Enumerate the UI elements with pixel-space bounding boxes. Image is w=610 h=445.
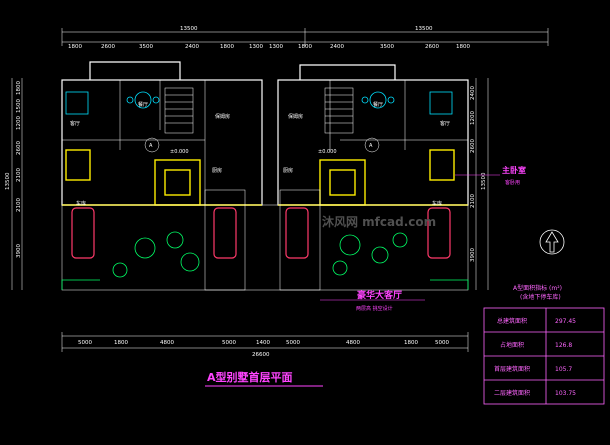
right-garage-label: 车库 xyxy=(432,200,442,207)
table-row-0-value: 297.45 xyxy=(555,318,576,325)
plan-title: A型别墅首层平面 xyxy=(207,370,293,384)
top-seg-7: 1800 xyxy=(298,44,312,50)
left-car-2 xyxy=(213,207,237,259)
lower-area-outline xyxy=(61,204,469,291)
right-tree-1 xyxy=(339,234,361,256)
right-kitchen-counter xyxy=(429,91,453,115)
right-kitchen-label: 厨房 xyxy=(283,167,293,174)
luxury-living-sub: 两层高 挑空设计 xyxy=(356,305,393,312)
table-subtitle: (含地下停车库) xyxy=(520,293,561,301)
left-axis-a-circle xyxy=(144,137,160,153)
top-overall-left: 13500 xyxy=(180,26,198,32)
right-seg-1: 1200 xyxy=(470,111,476,125)
master-bedroom-sub: 客卧用 xyxy=(505,179,520,186)
bottom-dimensions: 5000 1800 4800 5000 1400 5000 4800 1800 … xyxy=(61,332,469,358)
table-row-3-value: 103.75 xyxy=(555,390,576,397)
left-seg-4: 2100 xyxy=(16,168,22,182)
right-stair xyxy=(324,87,354,134)
bottom-seg-0: 5000 xyxy=(78,340,92,346)
left-dimensions: 13500 1800 1500 1200 2600 2100 2100 3900 xyxy=(5,78,23,290)
left-seg-3: 2600 xyxy=(16,141,22,155)
bottom-overall: 26600 xyxy=(252,352,270,358)
top-dimensions: 13500 13500 1800 2600 3500 2400 1800 130… xyxy=(61,26,549,50)
master-bedroom-label: 主卧室 xyxy=(502,165,526,175)
table-row-3-label: 二层建筑面积 xyxy=(494,389,530,397)
top-overall-right: 13500 xyxy=(415,26,433,32)
right-dining-label: 餐厅 xyxy=(373,101,383,108)
table-row-2-label: 首层建筑面积 xyxy=(494,365,530,373)
left-seg-1: 1500 xyxy=(16,99,22,113)
right-axis-a-circle xyxy=(364,137,380,153)
left-car-1 xyxy=(71,207,95,259)
luxury-living-label: 豪华大客厅 xyxy=(357,289,402,301)
left-seg-0: 1800 xyxy=(16,81,22,95)
right-elevation: ±0.000 xyxy=(318,149,337,155)
bottom-seg-6: 4800 xyxy=(346,340,360,346)
left-elevation: ±0.000 xyxy=(170,149,189,155)
left-living-label: 客厅 xyxy=(70,120,80,127)
left-kitchen-label: 厨房 xyxy=(212,167,222,174)
left-overall: 13500 xyxy=(5,172,11,190)
table-row-2-value: 105.7 xyxy=(555,366,572,373)
top-seg-1: 2600 xyxy=(101,44,115,50)
bottom-seg-8: 5000 xyxy=(435,340,449,346)
top-seg-0: 1800 xyxy=(68,44,82,50)
right-seg-3: 2100 xyxy=(470,194,476,208)
right-dimensions: 13500 2400 1200 2600 2100 3900 xyxy=(470,78,489,290)
top-seg-5: 1300 xyxy=(249,44,263,50)
top-seg-10: 2600 xyxy=(425,44,439,50)
watermark: 沐风网 mfcad.com xyxy=(322,214,436,229)
top-seg-11: 1800 xyxy=(456,44,470,50)
area-table: A型面积指标 (m²) (含地下停车库) 总建筑面积 297.45 占地面积 1… xyxy=(483,284,605,405)
right-living-label: 客厅 xyxy=(440,120,450,127)
bottom-seg-4: 1400 xyxy=(256,340,270,346)
top-seg-3: 2400 xyxy=(185,44,199,50)
top-seg-2: 3500 xyxy=(139,44,153,50)
top-seg-4: 1800 xyxy=(220,44,234,50)
bottom-seg-2: 4800 xyxy=(160,340,174,346)
right-car-1 xyxy=(285,207,309,259)
top-seg-6: 1300 xyxy=(269,44,283,50)
north-arrow-icon xyxy=(539,229,565,255)
left-seg-6: 3900 xyxy=(16,244,22,258)
right-overall: 13500 xyxy=(481,172,487,190)
right-servant-label: 保姆房 xyxy=(288,113,303,120)
garage-area: 车库 车库 xyxy=(61,189,469,291)
left-garage-label: 车库 xyxy=(76,200,86,207)
left-dining-label: 餐厅 xyxy=(138,101,148,108)
top-seg-9: 3500 xyxy=(380,44,394,50)
right-seg-2: 2600 xyxy=(470,139,476,153)
left-tree-1 xyxy=(134,237,156,259)
table-title: A型面积指标 (m²) xyxy=(513,284,562,292)
bottom-seg-7: 1800 xyxy=(404,340,418,346)
top-seg-8: 2400 xyxy=(330,44,344,50)
left-stair xyxy=(164,87,194,134)
bottom-seg-5: 5000 xyxy=(286,340,300,346)
right-axis-a-label: A xyxy=(369,143,373,149)
right-seg-4: 3900 xyxy=(470,248,476,262)
table-row-1-label: 占地面积 xyxy=(500,341,524,349)
bottom-seg-1: 1800 xyxy=(114,340,128,346)
right-car-2 xyxy=(427,207,451,259)
left-dining-table xyxy=(134,91,152,109)
left-kitchen-counter xyxy=(65,91,89,115)
table-row-1-value: 126.8 xyxy=(555,342,572,349)
right-seg-0: 2400 xyxy=(470,86,476,100)
left-seg-5: 2100 xyxy=(16,198,22,212)
annotations: 主卧室 客卧用 豪华大客厅 两层高 挑空设计 xyxy=(320,165,526,312)
bottom-seg-3: 5000 xyxy=(222,340,236,346)
left-axis-a-label: A xyxy=(149,143,153,149)
left-servant-label: 保姆房 xyxy=(215,113,230,120)
right-dining-table xyxy=(369,91,387,109)
left-seg-2: 1200 xyxy=(16,116,22,130)
table-row-0-label: 总建筑面积 xyxy=(497,317,527,325)
